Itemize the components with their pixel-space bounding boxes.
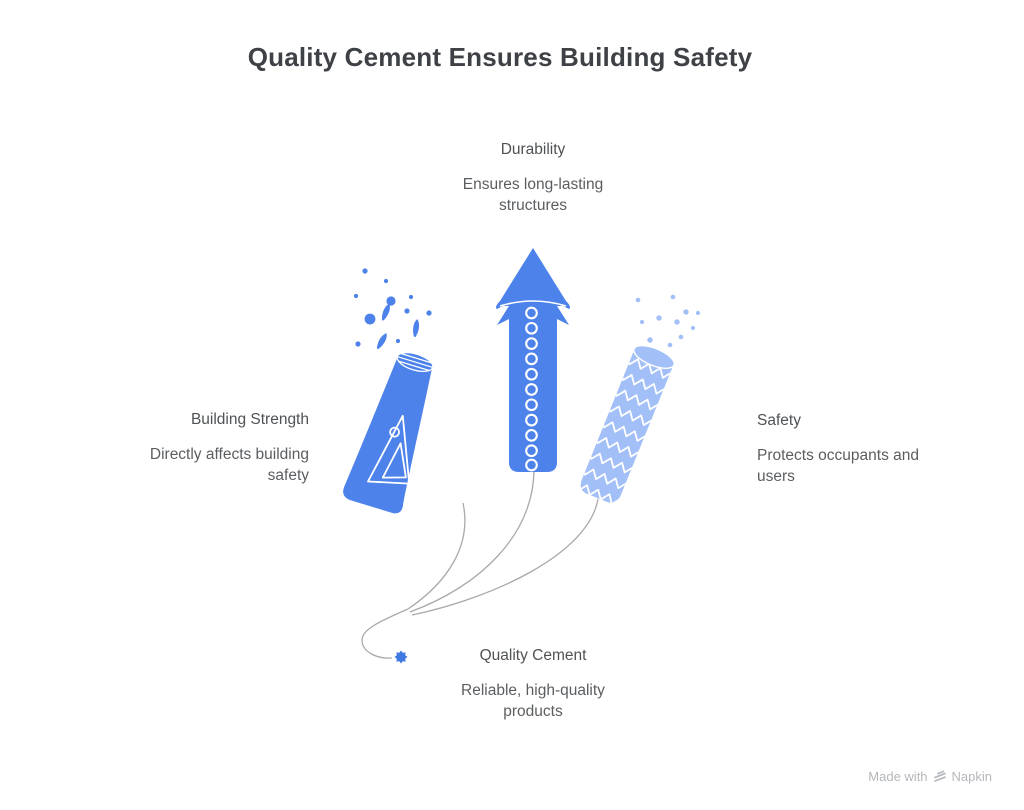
watermark-brand-text: Napkin bbox=[951, 769, 992, 784]
page-title: Quality Cement Ensures Building Safety bbox=[247, 42, 753, 72]
napkin-logo-icon bbox=[933, 770, 946, 782]
cone-sparks-icon bbox=[353, 268, 432, 350]
node-quality-cement-heading: Quality Cement bbox=[479, 647, 587, 664]
node-durability: Durability Ensures long-lasting structur… bbox=[448, 139, 618, 216]
node-quality-cement-description: Reliable, high-quality products bbox=[461, 682, 605, 720]
node-durability-heading: Durability bbox=[500, 141, 566, 158]
made-with-napkin-watermark: Made with Napkin bbox=[868, 769, 992, 784]
spark-dot-icon bbox=[394, 650, 408, 664]
fuse-lines bbox=[361, 471, 599, 659]
firecracker-cylinder-illustration bbox=[577, 294, 701, 506]
watermark-made-with-text: Made with bbox=[868, 769, 928, 784]
rocket-illustration bbox=[496, 248, 570, 472]
node-quality-cement: Quality Cement Reliable, high-quality pr… bbox=[445, 645, 621, 722]
node-durability-description: Ensures long-lasting structures bbox=[462, 176, 604, 214]
node-safety: Safety Protects occupants and users bbox=[757, 410, 942, 487]
node-safety-heading: Safety bbox=[757, 412, 801, 429]
node-building-strength-description: Directly affects building safety bbox=[149, 446, 309, 484]
cylinder-sparks-icon bbox=[635, 294, 701, 348]
firecracker-cone-illustration bbox=[343, 268, 435, 514]
node-building-strength: Building Strength Directly affects build… bbox=[119, 409, 309, 486]
node-building-strength-heading: Building Strength bbox=[190, 411, 309, 428]
node-safety-description: Protects occupants and users bbox=[757, 447, 919, 485]
